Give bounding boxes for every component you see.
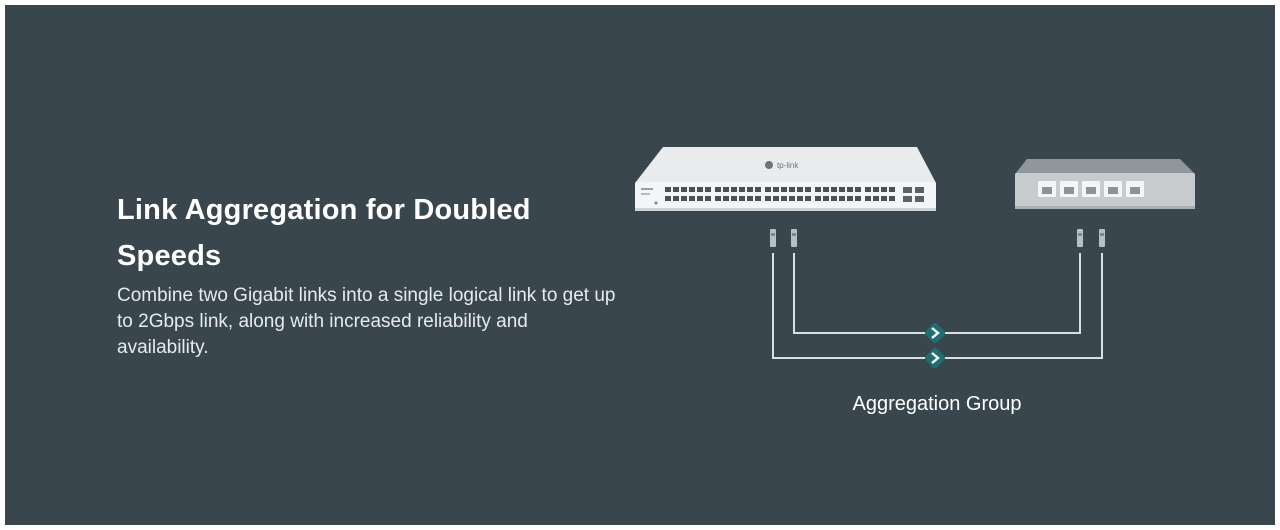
aggregation-group-label: Aggregation Group — [852, 393, 1022, 415]
aggregation-diagram: tp-link — [635, 147, 1195, 369]
brand-logo: tp-link — [765, 161, 799, 170]
main-switch-icon: tp-link — [635, 147, 936, 211]
cable-inner — [793, 253, 1081, 334]
desktop-switch-icon — [1015, 159, 1195, 209]
cables — [772, 253, 1103, 359]
link-arrow-icon — [924, 322, 946, 369]
feature-panel: Link Aggregation for Doubled Speeds Comb… — [5, 5, 1275, 525]
feature-headline: Link Aggregation for Doubled Speeds — [117, 194, 531, 272]
brand-logo-text: tp-link — [777, 161, 799, 170]
ethernet-plug-icon — [770, 229, 1105, 247]
feature-text: Link Aggregation for Doubled Speeds Comb… — [117, 187, 617, 361]
feature-description: Combine two Gigabit links into a single … — [117, 285, 616, 358]
cable-outer — [772, 253, 1103, 359]
